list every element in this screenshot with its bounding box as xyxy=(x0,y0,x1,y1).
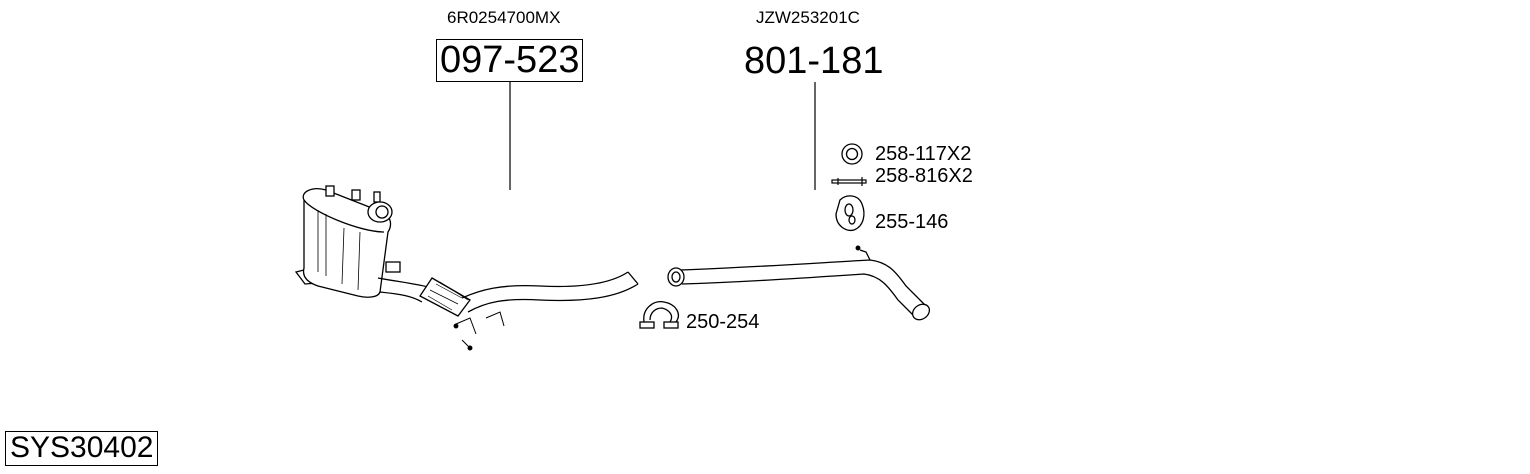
rear-pipe-shape xyxy=(667,245,931,321)
pipe-clamp-icon xyxy=(639,301,679,329)
part-number-097-523[interactable]: 097-523 xyxy=(436,39,584,82)
oem-reference-1: 6R0254700MX xyxy=(447,8,561,27)
system-code-label: SYS30402 xyxy=(5,431,159,466)
oem-reference-2: JZW253201C xyxy=(756,8,860,27)
particulate-filter-shape xyxy=(294,185,401,298)
bolt-icon xyxy=(831,177,867,186)
accessory-label-hanger[interactable]: 255-146 xyxy=(875,211,949,233)
front-pipe-shape xyxy=(377,271,639,351)
part-number-801-181[interactable]: 801-181 xyxy=(744,40,884,82)
gasket-ring-icon xyxy=(841,143,863,165)
rubber-hanger-icon xyxy=(835,195,865,232)
accessory-label-bolt[interactable]: 258-816X2 xyxy=(875,165,973,187)
accessory-label-gasket[interactable]: 258-117X2 xyxy=(875,143,972,165)
accessory-label-clamp[interactable]: 250-254 xyxy=(686,311,760,333)
